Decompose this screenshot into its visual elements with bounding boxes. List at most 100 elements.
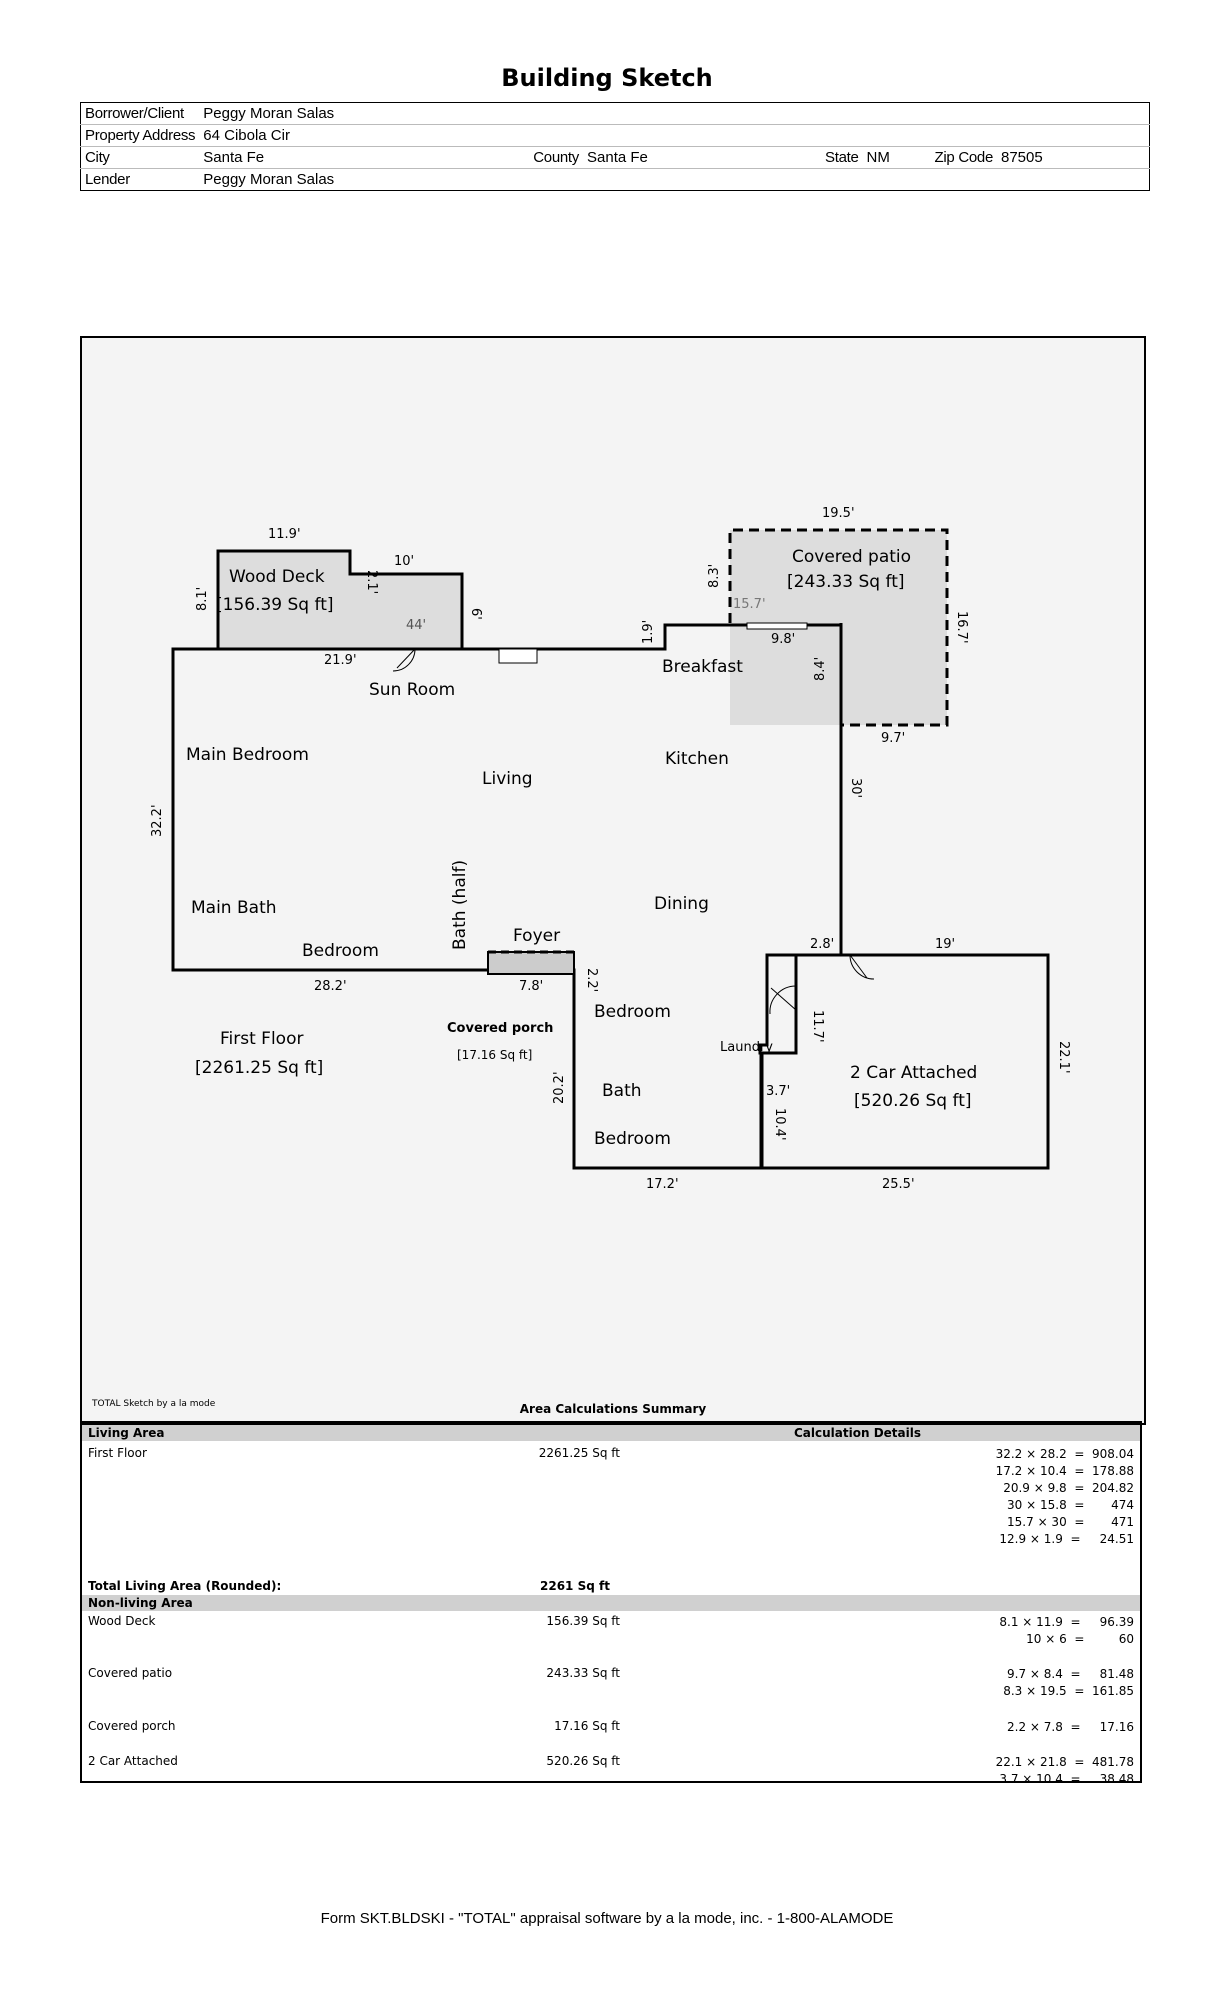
dim-15-7: 15.7' [733, 597, 766, 612]
dim-44: 44' [406, 618, 426, 633]
covered-porch-shape [487, 951, 575, 975]
borrower-value: Peggy Moran Salas [199, 102, 1150, 125]
covered-porch-name: Covered porch [88, 1719, 176, 1733]
borrower-row: Borrower/Client Peggy Moran Salas [80, 102, 1150, 125]
area-calculations-summary: Living Area Calculation Details First Fl… [80, 1421, 1142, 1786]
dim-6: 6' [468, 608, 483, 620]
label-foyer: Foyer [513, 926, 560, 946]
state-label: State [821, 146, 863, 169]
label-bath: Bath [602, 1081, 642, 1101]
dim-11-9: 11.9' [268, 527, 301, 542]
first-floor-name: First Floor [88, 1446, 147, 1460]
city-label: City [80, 146, 200, 169]
dim-10: 10' [394, 554, 414, 569]
first-floor-calc: 32.2 × 28.2 = 908.04 17.2 × 10.4 = 178.8… [995, 1447, 1134, 1546]
covered-patio-calc: 9.7 × 8.4 = 81.48 8.3 × 19.5 = 161.85 [1003, 1667, 1134, 1698]
garage-name: 2 Car Attached [88, 1754, 178, 1768]
door-leaf-laundry [770, 987, 797, 1011]
sketch-area: Wood Deck [156.39 Sq ft] Covered patio [… [80, 336, 1146, 1425]
label-bedroom-2: Bedroom [594, 1002, 671, 1022]
address-row: Property Address 64 Cibola Cir [80, 124, 1150, 147]
label-dining: Dining [654, 894, 709, 914]
label-garage-area: [520.26 Sq ft] [854, 1091, 972, 1111]
address-value: 64 Cibola Cir [199, 124, 1150, 147]
sketch-credit: TOTAL Sketch by a la mode [92, 1399, 216, 1409]
dim-19: 19' [935, 937, 955, 952]
dim-20-2: 20.2' [552, 1071, 567, 1104]
lender-value: Peggy Moran Salas [203, 171, 335, 188]
label-covered-patio: Covered patio [792, 547, 911, 567]
dim-32-2: 32.2' [150, 804, 165, 837]
zip-value: 87505 [997, 146, 1150, 169]
label-first-floor-area: [2261.25 Sq ft] [195, 1058, 323, 1078]
patio-door-symbol [746, 622, 808, 630]
state-value: NM [862, 146, 931, 169]
label-wood-deck: Wood Deck [229, 567, 325, 587]
dim-3-7: 3.7' [766, 1084, 790, 1099]
zip-label: Zip Code [930, 146, 997, 169]
dim-7-8: 7.8' [519, 979, 543, 994]
city-value: Santa Fe [199, 146, 530, 169]
dim-8-1: 8.1' [195, 587, 210, 611]
door-arc-laundry [769, 985, 797, 1015]
address-label: Property Address [80, 124, 200, 147]
label-main-bath: Main Bath [191, 898, 277, 918]
dim-30: 30' [848, 778, 863, 798]
label-bedroom-1: Bedroom [302, 941, 379, 961]
door-arc-garage [849, 954, 875, 980]
covered-patio-area: 243.33 Sq ft [546, 1666, 620, 1680]
covered-porch-calc: 2.2 × 7.8 = 17.16 [1007, 1720, 1134, 1734]
non-living-header-label: Non-living Area [88, 1596, 193, 1610]
dim-19-5: 19.5' [822, 506, 855, 521]
form-footer: Form SKT.BLDSKI - "TOTAL" appraisal soft… [320, 1910, 894, 1927]
living-area-header-label: Living Area [88, 1426, 165, 1440]
label-breakfast: Breakfast [662, 657, 743, 677]
covered-porch-area: 17.16 Sq ft [554, 1719, 620, 1733]
calculation-details-header: Calculation Details [794, 1426, 922, 1440]
property-info-table: Borrower/Client Peggy Moran Salas Proper… [80, 102, 1150, 191]
dim-10-4-text: 10.4' [772, 1108, 787, 1141]
lender-row: Lender Peggy Moran Salas [81, 169, 1150, 191]
label-covered-porch-area: [17.16 Sq ft] [457, 1048, 532, 1062]
label-covered-patio-area: [243.33 Sq ft] [787, 572, 905, 592]
dim-22-1: 22.1' [1056, 1041, 1071, 1074]
dim-8-3: 8.3' [707, 564, 722, 588]
wood-deck-calc: 8.1 × 11.9 = 96.39 10 × 6 = 60 [999, 1615, 1134, 1646]
living-area-header: Living Area Calculation Details [82, 1425, 1140, 1441]
county-label: County [529, 146, 583, 169]
dim-9-8: 9.8' [771, 632, 795, 647]
city-row: City Santa Fe County Santa Fe State NM Z… [80, 146, 1150, 169]
dim-2-2: 2.2' [584, 968, 599, 992]
dim-28-2: 28.2' [314, 979, 347, 994]
label-living: Living [482, 769, 533, 789]
garage-outline [760, 953, 1050, 1170]
dim-2-8: 2.8' [810, 937, 834, 952]
label-laundry: Laundry [720, 1040, 773, 1055]
dim-11-7: 11.7' [810, 1010, 825, 1043]
dim-1-9: 1.9' [641, 620, 656, 644]
floor-plan: Wood Deck [156.39 Sq ft] Covered patio [… [150, 506, 1071, 1192]
garage-calc: 22.1 × 21.8 = 481.78 3.7 × 10.4 = 38.48 [995, 1755, 1134, 1786]
dim-21-9: 21.9' [324, 653, 357, 668]
garage-area: 520.26 Sq ft [546, 1754, 620, 1768]
door-leaf-garage [849, 954, 868, 979]
door-leaf-sunroom [396, 648, 416, 669]
dim-8-4: 8.4' [813, 657, 828, 681]
door-arc-sunroom [392, 648, 416, 672]
dim-9-7: 9.7' [881, 731, 905, 746]
dim-25-5: 25.5' [882, 1177, 915, 1192]
lender-label: Lender [85, 171, 130, 188]
dim-16-7: 16.7' [954, 611, 969, 644]
page-title: Building Sketch [501, 64, 713, 92]
wood-deck-area: 156.39 Sq ft [546, 1614, 620, 1628]
label-main-bedroom: Main Bedroom [186, 745, 309, 765]
first-floor-outline [171, 623, 843, 1170]
label-garage: 2 Car Attached [850, 1063, 977, 1083]
fireplace-symbol [498, 648, 538, 664]
total-living-label: Total Living Area (Rounded): [88, 1579, 282, 1593]
label-covered-porch: Covered porch [447, 1021, 553, 1036]
non-living-header: Non-living Area [82, 1595, 1140, 1611]
county-value: Santa Fe [583, 146, 821, 169]
label-bedroom-3: Bedroom [594, 1129, 671, 1149]
label-wood-deck-area: [156.39 Sq ft] [216, 595, 334, 615]
